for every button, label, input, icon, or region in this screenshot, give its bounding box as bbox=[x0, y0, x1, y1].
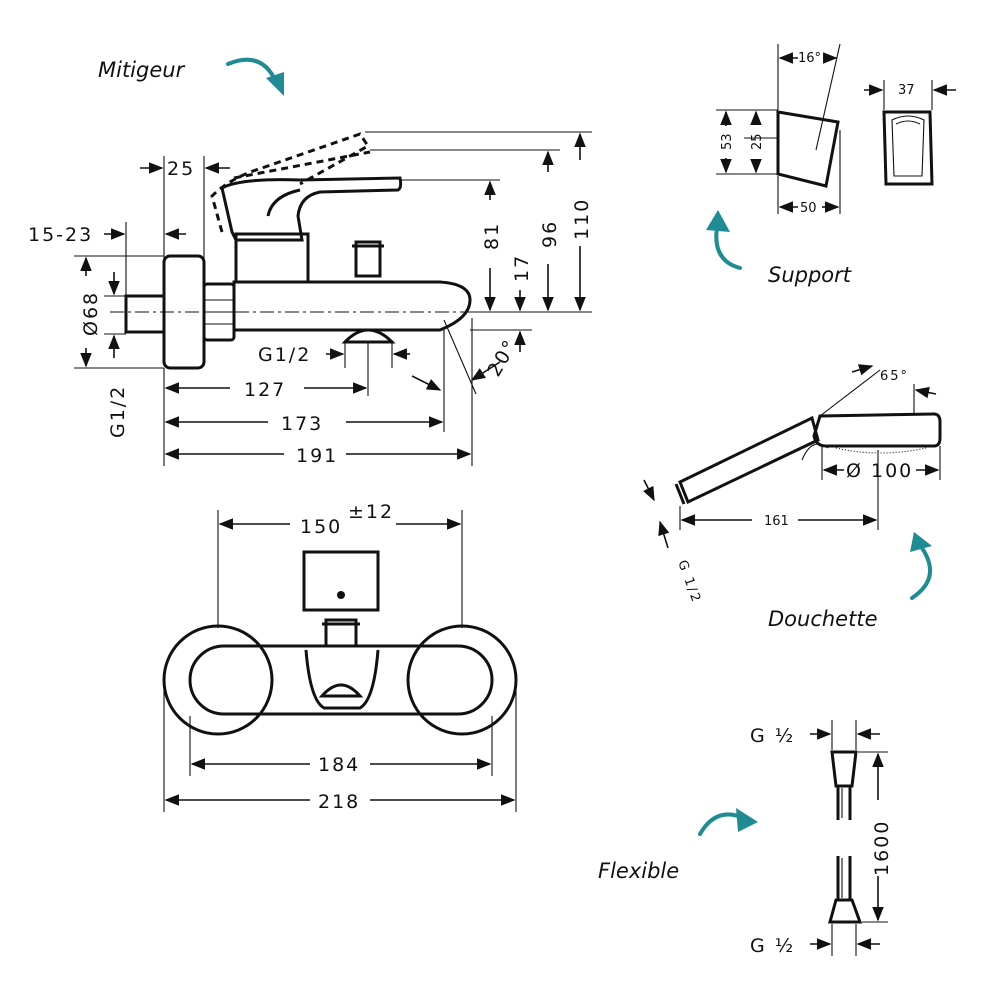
shower-head bbox=[812, 412, 942, 448]
dim-20-degrees: 20° bbox=[483, 335, 522, 380]
dim-g12-douchette: G 1/2 bbox=[674, 558, 704, 606]
lever-raised-outline bbox=[210, 132, 371, 233]
dim-15-23: 15-23 bbox=[28, 224, 93, 246]
hose-bottom-nut bbox=[828, 898, 863, 924]
dim-1600: 1600 bbox=[871, 820, 893, 876]
douchette-arrow-icon bbox=[910, 532, 932, 600]
hose-top-nut bbox=[830, 750, 858, 788]
dim-g12-left: G1/2 bbox=[107, 385, 129, 438]
mixer-side-view: Mitigeur 25 bbox=[28, 57, 593, 467]
inlet-connector bbox=[124, 294, 166, 334]
dim-17: 17 bbox=[511, 254, 533, 282]
dim-g12-bottom: G1/2 bbox=[258, 344, 311, 366]
support-front-view bbox=[882, 110, 934, 186]
caption-douchette: Douchette bbox=[768, 607, 878, 631]
dim-16-degrees: 16° bbox=[798, 51, 821, 66]
cartridge-stem bbox=[324, 618, 358, 648]
dim-173: 173 bbox=[281, 413, 323, 435]
caption-support: Support bbox=[768, 263, 852, 287]
dim-diameter-68: Ø68 bbox=[80, 291, 102, 336]
dim-218: 218 bbox=[318, 791, 360, 813]
dim-81: 81 bbox=[481, 222, 503, 250]
dim-150-tolerance: ±12 bbox=[348, 501, 394, 523]
spout-front bbox=[304, 649, 380, 710]
mitigeur-arrow-icon bbox=[226, 57, 284, 96]
diverter-knob bbox=[354, 240, 382, 278]
hose-drawing: G ½ G ½ 1600 Flexible bbox=[598, 720, 893, 957]
dim-25-support: 25 bbox=[750, 133, 765, 150]
support-drawing: 16° 37 53 25 50 Support bbox=[706, 43, 956, 287]
caption-flexible: Flexible bbox=[598, 859, 679, 883]
dim-150: 150 bbox=[300, 516, 342, 538]
dim-191: 191 bbox=[296, 445, 338, 467]
dim-50: 50 bbox=[800, 201, 817, 216]
spout-outlet bbox=[341, 328, 396, 344]
shower-handle bbox=[678, 415, 820, 505]
dim-37: 37 bbox=[898, 83, 915, 98]
cartridge-housing bbox=[234, 232, 310, 284]
dim-184: 184 bbox=[318, 754, 360, 776]
cartridge-front bbox=[302, 550, 380, 612]
mixer-body bbox=[232, 280, 472, 332]
hand-shower-drawing: 65° Ø 100 161 G 1/2 Douchette bbox=[643, 364, 942, 631]
support-side-view bbox=[776, 110, 840, 188]
dim-25-top: 25 bbox=[167, 158, 195, 180]
caption-mitigeur: Mitigeur bbox=[98, 58, 186, 82]
mixer-front-view: 150 ±12 184 218 bbox=[162, 501, 518, 813]
escutcheon-right bbox=[406, 624, 518, 736]
dim-diameter-100: Ø 100 bbox=[846, 460, 913, 482]
dim-161: 161 bbox=[764, 514, 789, 529]
mixer-front-body bbox=[188, 644, 494, 716]
flexible-arrow-icon bbox=[698, 808, 758, 836]
dim-65-degrees: 65° bbox=[880, 369, 909, 384]
dim-53: 53 bbox=[720, 133, 735, 150]
dim-127: 127 bbox=[244, 379, 286, 401]
dim-g12-bottom-hose: G ½ bbox=[750, 935, 795, 957]
support-arrow-icon bbox=[706, 210, 742, 270]
dim-110: 110 bbox=[571, 198, 593, 240]
dim-g12-top: G ½ bbox=[750, 725, 795, 747]
lever-handle bbox=[220, 176, 403, 242]
dim-96: 96 bbox=[539, 220, 561, 248]
escutcheon-left bbox=[162, 624, 274, 736]
